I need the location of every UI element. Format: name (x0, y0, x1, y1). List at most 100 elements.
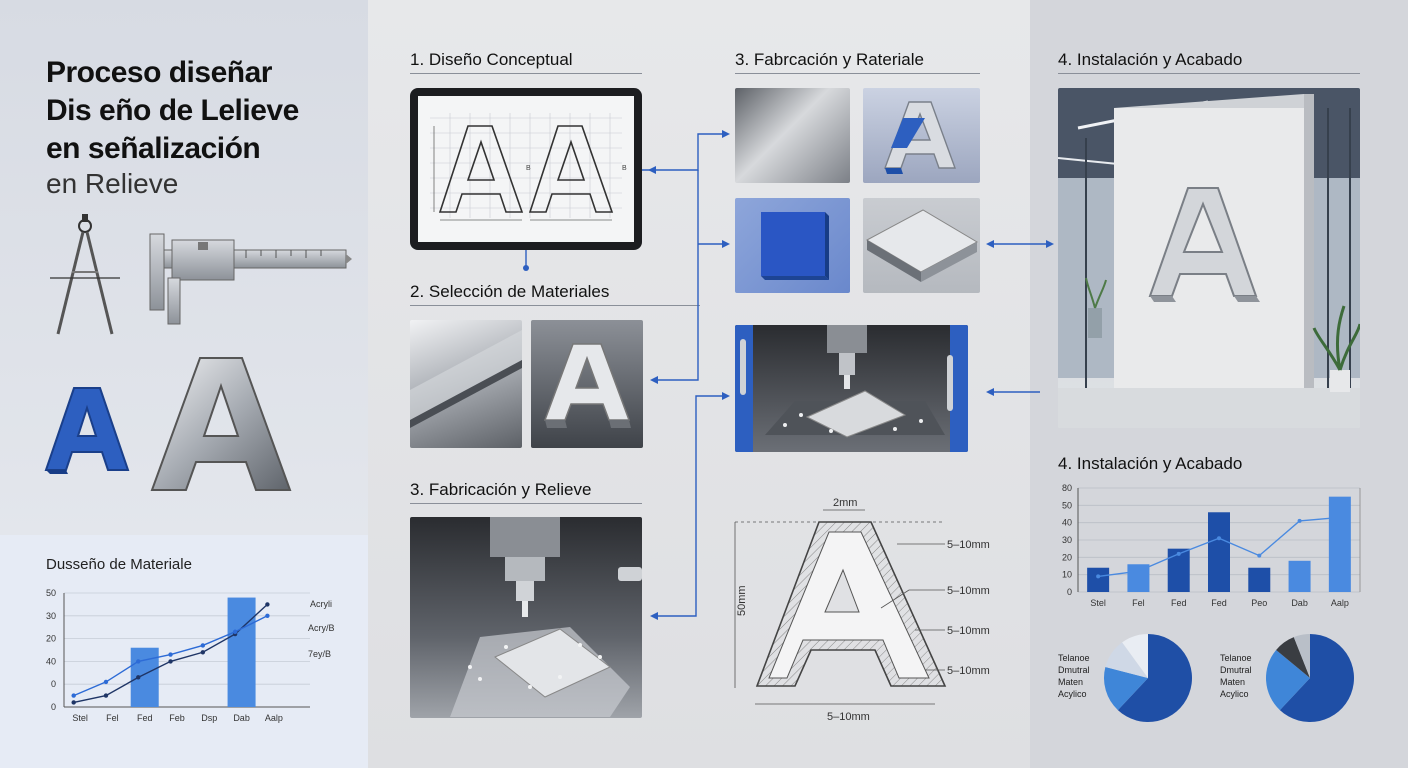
blue-steel-a-art (884, 101, 956, 174)
x-tick-label: Fel (1132, 598, 1145, 608)
legend-label: 7ey/B (308, 649, 331, 659)
bar (1087, 567, 1110, 592)
bar (227, 597, 256, 707)
series-point (265, 613, 270, 618)
y-tick-label: 40 (46, 656, 56, 666)
pie-slice (1122, 634, 1148, 678)
x-tick-label: Fed (137, 713, 153, 723)
series-point (136, 675, 141, 680)
series-point (103, 693, 109, 698)
x-tick-label: Peo (1251, 598, 1267, 608)
series-point (168, 652, 173, 657)
section-1-title: 1. Diseño Conceptual (410, 50, 573, 69)
series-point (1136, 569, 1141, 574)
pie-slice (1104, 667, 1148, 711)
pie-1-legend-item: Acylico (1058, 689, 1087, 699)
caliper-icon (149, 233, 352, 325)
x-tick-label: Dab (1291, 598, 1308, 608)
section-3b-title: 3. Fabrcación y Rateriale (735, 50, 924, 69)
pie-1-legend-item: Maten (1058, 677, 1084, 687)
title-line-3: en señalización (46, 132, 261, 165)
bar (1167, 548, 1190, 592)
y-tick-label: 20 (46, 634, 56, 644)
title-line-1: Proceso diseñar (46, 56, 272, 89)
steel-letter-a-icon (150, 357, 292, 491)
y-tick-label: 50 (46, 588, 56, 598)
pie-chart-2 (1266, 634, 1354, 722)
left-chart-panel (0, 535, 368, 768)
right-chart-title: 4. Instalación y Acabado (1058, 454, 1243, 473)
series-point (1176, 551, 1181, 556)
installation-art (1058, 88, 1360, 428)
compass-icon (50, 214, 120, 335)
x-tick-label: Fed (1211, 598, 1227, 608)
drawing-bottom-dim: 5–10mm (827, 711, 870, 723)
section-1-rule (410, 73, 642, 74)
brushed-steel-image (735, 88, 850, 183)
cnc-machine-image (735, 325, 968, 452)
x-tick-label: Dsp (201, 713, 217, 723)
series-point (200, 650, 206, 655)
pie-2-legend-item: Telanoe (1220, 653, 1252, 663)
series-point (1257, 553, 1262, 558)
y-tick-label: 10 (1062, 570, 1072, 580)
steel-a-image (531, 320, 643, 448)
pie-2-legend-item: Dmutral (1220, 665, 1252, 675)
pie-slice (1276, 637, 1310, 678)
pie-1-legend-item: Telanoe (1058, 653, 1090, 663)
y-tick-label: 0 (1067, 587, 1072, 597)
section-4-title: 4. Instalación y Acabado (1058, 50, 1243, 69)
tablet-side-label-2: B (526, 165, 531, 172)
steel-a-art (543, 343, 631, 428)
bar (1288, 560, 1311, 592)
section-2-rule (410, 305, 700, 306)
pie-slice (1117, 634, 1192, 722)
pie-chart-1 (1104, 634, 1192, 722)
pie-1-legend-item: Dmutral (1058, 665, 1090, 675)
cnc-milling-art (450, 517, 642, 717)
drawing-top-dim: 2mm (833, 497, 857, 509)
steel-sheet-art (410, 330, 522, 428)
left-chart-title: Dusseño de Materiale (46, 556, 192, 573)
pie-slice (1266, 649, 1310, 711)
bar (1208, 512, 1230, 592)
blue-steel-a-image (863, 88, 980, 183)
section-2-title: 2. Selección de Materiales (410, 282, 610, 301)
steel-sheet-image (410, 320, 522, 448)
bar (1248, 567, 1271, 592)
bar (1127, 564, 1150, 592)
series-point (103, 679, 109, 685)
series-point (232, 629, 238, 634)
installation-photo (1058, 88, 1360, 428)
title-line-2: Dis eño de Lelieve (46, 94, 299, 127)
drawing-right-dim-3: 5–10mm (947, 625, 990, 637)
x-tick-label: Aalp (1331, 598, 1349, 608)
blue-acrylic-art (761, 212, 829, 280)
y-tick-label: 30 (1062, 535, 1072, 545)
x-tick-label: Fed (1171, 598, 1187, 608)
blue-letter-a-icon (44, 387, 130, 474)
series-point (1337, 515, 1342, 520)
drawing-right-dim-4: 5–10mm (947, 665, 990, 677)
series-point (136, 659, 141, 664)
legend-label: Acry/B (308, 623, 335, 633)
cnc-milling-image (410, 517, 642, 718)
drawing-side-dim: 50mm (736, 585, 748, 616)
series-point (200, 643, 206, 648)
pie-2-legend-item: Maten (1220, 677, 1246, 687)
pie-1-legend: Telanoe Dmutral Maten Acylico (1058, 652, 1090, 700)
technical-drawing: 2mm 50mm 5–10mm 5–10mm 5–10mm 5–10mm 5–1… (734, 497, 990, 723)
x-tick-label: Stel (1090, 598, 1106, 608)
blue-acrylic-image (735, 198, 850, 293)
series-point (1217, 536, 1221, 541)
series-point (71, 700, 76, 705)
pie-slice (1293, 634, 1310, 678)
section-3b-rule (735, 73, 980, 74)
cnc-machine-art (735, 325, 968, 452)
series-point (265, 602, 270, 607)
bar (1328, 496, 1351, 592)
series-point (1096, 574, 1101, 579)
y-tick-label: 30 (46, 611, 56, 621)
